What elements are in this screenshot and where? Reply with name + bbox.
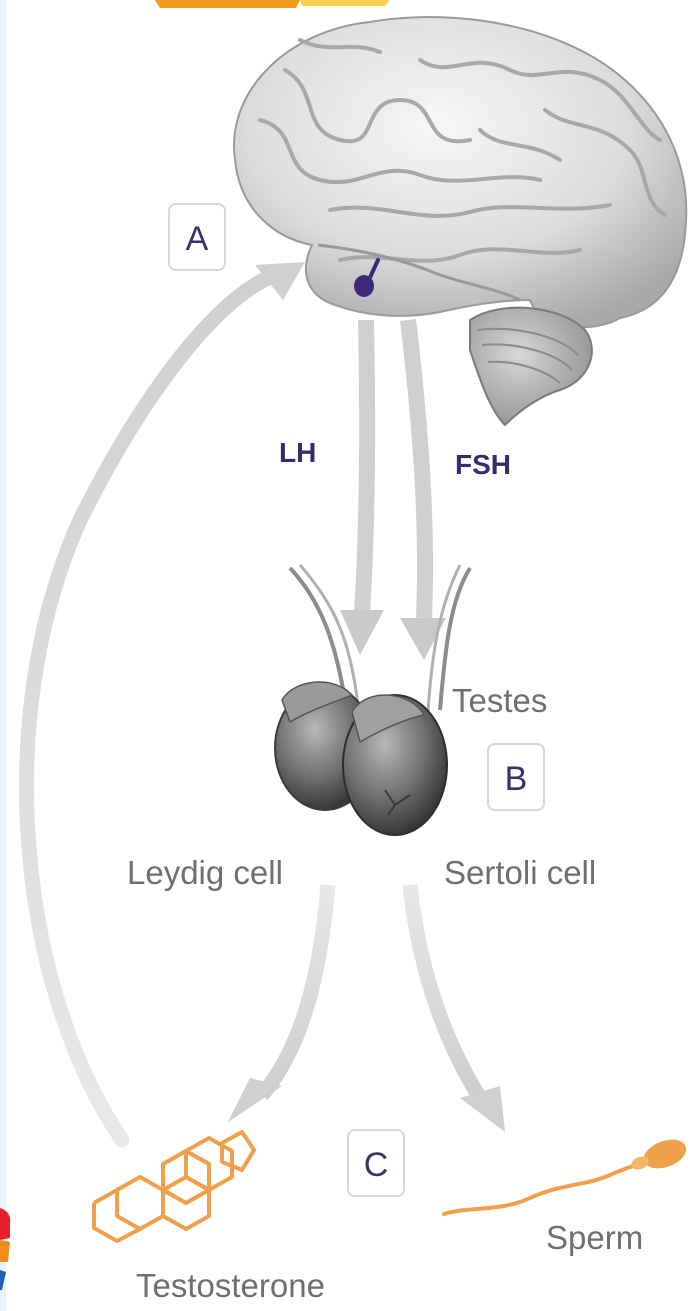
testosterone-label: Testosterone [136,1267,325,1304]
lh-arrow [340,320,384,655]
testes-icon [275,682,447,835]
fsh-arrow [400,320,446,660]
svg-text:C: C [364,1146,389,1184]
leydig-to-testosterone-arrow [228,885,328,1122]
sperm-label: Sperm [546,1219,643,1256]
leydig-cell-label: Leydig cell [127,854,283,891]
label-box-c: C [348,1130,404,1196]
lh-label: LH [279,437,316,468]
sertoli-cell-label: Sertoli cell [444,854,596,891]
feedback-arrow [27,262,305,1140]
brain-icon [234,17,686,425]
svg-text:A: A [186,220,209,258]
testosterone-molecule-icon [94,1132,254,1241]
testes-label: Testes [452,682,547,719]
sertoli-to-sperm-arrow [410,885,505,1132]
sperm-icon [444,1134,690,1214]
svg-text:B: B [505,760,528,798]
label-box-b: B [488,744,544,810]
fsh-label: FSH [455,449,511,480]
label-box-a: A [169,204,225,270]
